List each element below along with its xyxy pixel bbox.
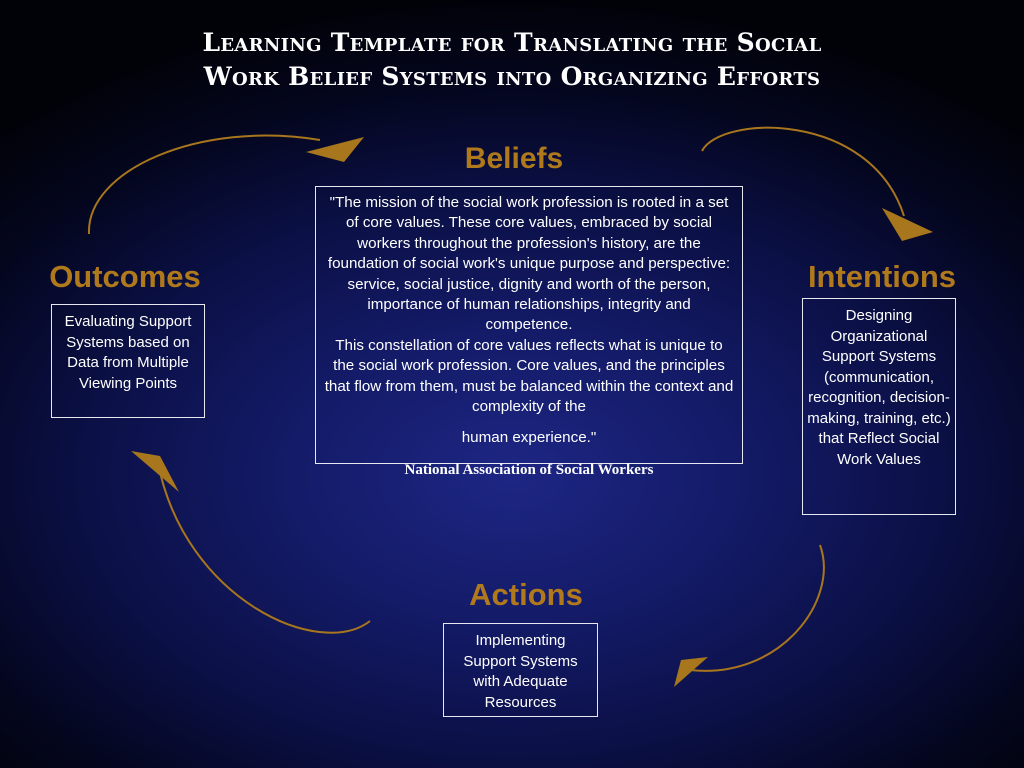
arrow-beliefs-to-intentions — [701, 126, 933, 241]
intentions-box: Designing Organizational Support Systems… — [802, 298, 956, 515]
outcomes-heading: Outcomes — [49, 259, 201, 294]
beliefs-source-attribution: National Association of Social Workers — [404, 462, 654, 478]
beliefs-quote-box: "The mission of the social work professi… — [315, 186, 743, 464]
arrow-actions-to-outcomes — [131, 451, 371, 634]
arrow-outcomes-to-beliefs — [87, 134, 364, 235]
title-line-1: Learning Template for Translating the So… — [202, 28, 822, 57]
arrow-intentions-to-actions — [674, 544, 825, 687]
beliefs-paragraph-2: This constellation of core values reflec… — [324, 336, 734, 416]
outcomes-box: Evaluating Support Systems based on Data… — [51, 304, 205, 418]
diagram-title: Learning Template for Translating the So… — [0, 26, 1024, 94]
intentions-heading: Intentions — [807, 259, 957, 294]
beliefs-paragraph-1: "The mission of the social work professi… — [327, 194, 731, 334]
beliefs-heading: Beliefs — [464, 142, 564, 175]
beliefs-paragraph-3: human experience." — [461, 429, 597, 447]
actions-heading: Actions — [469, 577, 583, 612]
title-line-2: Work Belief Systems into Organizing Effo… — [203, 62, 821, 91]
actions-box: Implementing Support Systems with Adequa… — [443, 623, 598, 717]
